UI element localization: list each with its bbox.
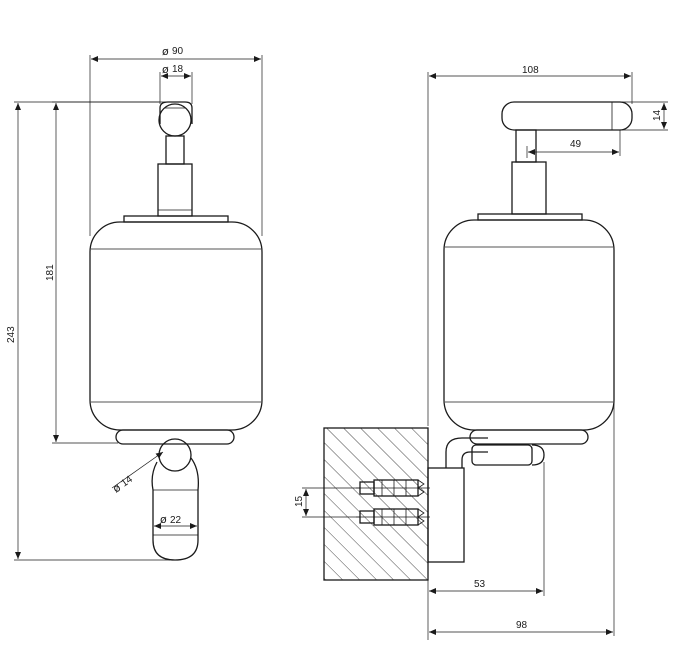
dim-body-diameter: 90 bbox=[172, 46, 184, 57]
dim-front-width: ø 90 bbox=[89, 45, 263, 236]
front-base-ring bbox=[115, 429, 235, 445]
dim-lever-offset: 49 bbox=[526, 130, 621, 158]
diameter-symbol: ø bbox=[162, 63, 169, 76]
side-lever bbox=[501, 101, 633, 163]
side-body bbox=[443, 219, 615, 431]
diameter-symbol: ø bbox=[160, 513, 167, 526]
dim-lever-thickness: 14 bbox=[620, 101, 668, 131]
front-lid-plate bbox=[123, 215, 229, 223]
dim-anchor-spacing-label: 15 bbox=[294, 495, 305, 507]
wall-anchor-bottom bbox=[356, 508, 430, 526]
dim-spout: ø 14 bbox=[110, 451, 164, 495]
dim-body-height-label: 181 bbox=[45, 264, 56, 281]
wall-block bbox=[323, 427, 429, 581]
dim-tip-diameter: 22 bbox=[170, 515, 182, 526]
dim-spout-diameter: 14 bbox=[119, 474, 135, 490]
dim-lever-thickness-label: 14 bbox=[652, 109, 663, 121]
dim-body-height: 181 bbox=[45, 101, 160, 444]
dim-anchor-spacing: 15 bbox=[294, 487, 360, 518]
dim-side-depth: 108 bbox=[427, 65, 633, 426]
dim-bracket-projection: 53 bbox=[427, 462, 545, 640]
side-view: 108 14 49 15 53 bbox=[294, 65, 668, 640]
dim-bracket-projection-label: 53 bbox=[474, 579, 486, 590]
dim-total-height-label: 243 bbox=[6, 326, 17, 343]
front-stem bbox=[157, 135, 193, 217]
dim-side-depth-label: 108 bbox=[522, 65, 539, 76]
front-view: ø 90 ø 18 243 181 ø 14 bbox=[6, 45, 263, 561]
dim-overall-projection-label: 98 bbox=[516, 620, 528, 631]
dim-lever-offset-label: 49 bbox=[570, 139, 582, 150]
side-base-ring bbox=[469, 429, 589, 445]
dim-tip: ø 22 bbox=[154, 513, 197, 529]
front-spout bbox=[151, 438, 199, 561]
dim-overall-projection: 98 bbox=[429, 400, 615, 636]
side-stem bbox=[511, 161, 547, 215]
front-body bbox=[89, 221, 263, 431]
side-lid-plate bbox=[477, 213, 583, 221]
diameter-symbol: ø bbox=[162, 45, 169, 58]
wall-bracket bbox=[427, 437, 545, 563]
dim-total-height: 243 bbox=[6, 101, 170, 561]
front-knob bbox=[158, 101, 193, 137]
dim-front-knob: ø 18 bbox=[159, 63, 193, 104]
dim-knob-diameter: 18 bbox=[172, 64, 184, 75]
wall-anchor-top bbox=[356, 479, 430, 497]
